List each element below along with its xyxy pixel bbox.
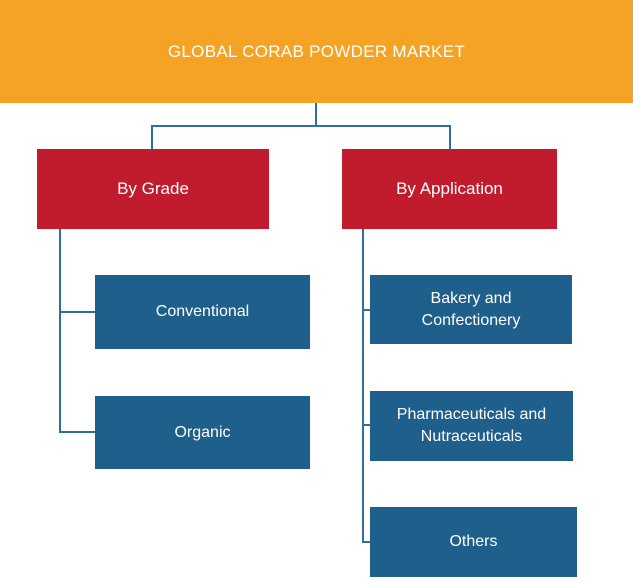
root-label: GLOBAL CORAB POWDER MARKET — [167, 41, 466, 61]
leaf-organic: Organic — [95, 396, 310, 469]
category-label: By Application — [396, 179, 503, 198]
leaf-bakery-and-confectionery: Bakery and Confectionery — [370, 275, 572, 344]
root-node: GLOBAL CORAB POWDER MARKET — [0, 0, 633, 103]
category-label: By Grade — [117, 179, 189, 198]
leaf-label: Organic — [174, 423, 231, 441]
leaf-conventional: Conventional — [95, 275, 310, 349]
leaf-label: Bakery and Confectionery — [421, 289, 521, 329]
leaf-label: Pharmaceuticals and Nutraceuticals — [396, 406, 547, 445]
category-by-grade: By Grade — [37, 149, 269, 229]
leaf-label: Others — [449, 533, 498, 550]
category-by-application: By Application — [342, 149, 557, 229]
leaf-label: Conventional — [155, 303, 250, 320]
leaf-others: Others — [370, 507, 577, 577]
leaf-pharmaceuticals-and-nutraceuticals: Pharmaceuticals and Nutraceuticals — [370, 391, 573, 461]
